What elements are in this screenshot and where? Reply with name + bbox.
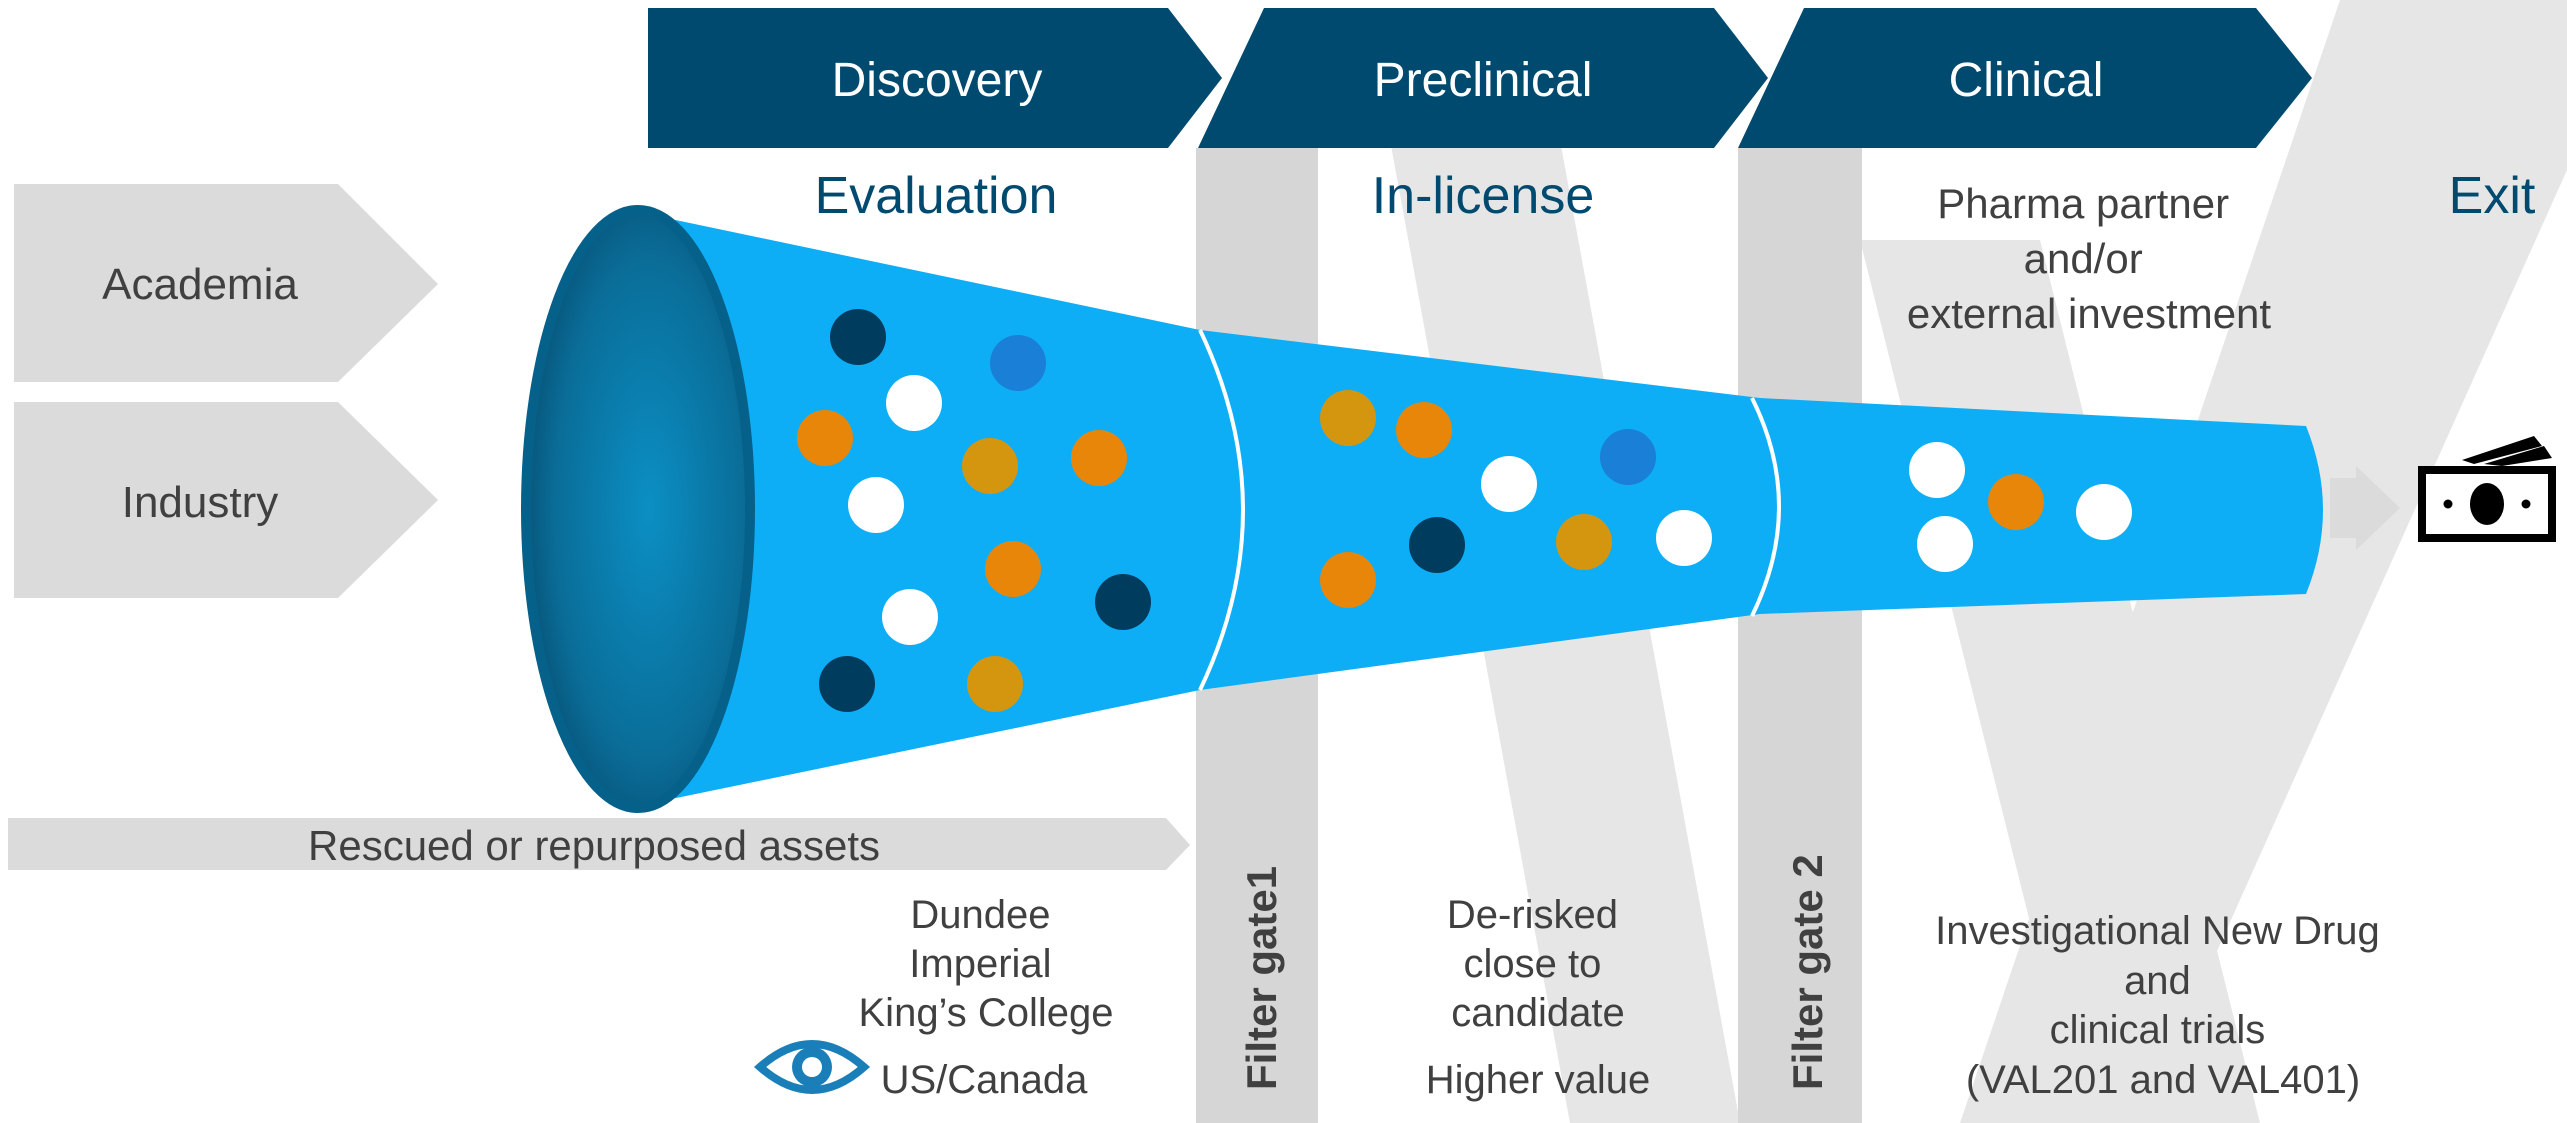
funnel-dot-preclinical	[1656, 510, 1712, 566]
funnel-mouth	[521, 205, 755, 813]
funnel-dot-discovery	[1095, 574, 1151, 630]
funnel-dot-preclinical	[1481, 456, 1537, 512]
funnel-body	[628, 210, 2323, 808]
eye-icon	[753, 1040, 871, 1094]
funnel-dot-preclinical	[1600, 429, 1656, 485]
stage-label-preclinical: Preclinical	[1374, 54, 1593, 107]
funnel-dot-discovery	[819, 656, 875, 712]
ind-note: Investigational New Drug and clinical tr…	[1935, 909, 2391, 1102]
funnel-dot-clinical	[1909, 442, 1965, 498]
funnel-ring-gate-2	[1750, 397, 1781, 617]
activity-in-license: In-license	[1372, 167, 1595, 225]
funnel-dot-preclinical	[1409, 517, 1465, 573]
derisked-note: De-risked close to candidate	[1447, 893, 1629, 1035]
funnel-dot-discovery	[1071, 430, 1127, 486]
funnel-dots	[797, 309, 2132, 712]
funnel-dot-clinical	[1988, 474, 2044, 530]
institution-list: Dundee Imperial King’s College	[859, 893, 1114, 1035]
funnel-dot-discovery	[962, 438, 1018, 494]
funnel-dot-discovery	[797, 410, 853, 466]
funnel-dot-preclinical	[1320, 390, 1376, 446]
funnel-dot-discovery	[848, 477, 904, 533]
funnel-dot-discovery	[990, 335, 1046, 391]
filter-gate-2-label: Filter gate 2	[1784, 854, 1831, 1090]
stage-label-discovery: Discovery	[832, 54, 1043, 107]
source-label-rescued: Rescued or repurposed assets	[308, 822, 880, 869]
money-icon	[2418, 436, 2556, 542]
funnel-dot-clinical	[2076, 484, 2132, 540]
funnel-ring-gate-1	[1198, 329, 1245, 691]
funnel-dot-preclinical	[1320, 552, 1376, 608]
filter-gate-1-label: Filter gate1	[1238, 866, 1285, 1090]
source-label-industry: Industry	[122, 478, 279, 527]
funnel-dot-discovery	[830, 309, 886, 365]
activity-pharma-partner: Pharma partner and/or external investmen…	[1907, 180, 2272, 337]
stage-label-clinical: Clinical	[1949, 54, 2104, 107]
stage-chevron-discovery	[648, 8, 1222, 148]
higher-value-note: Higher value	[1426, 1058, 1651, 1102]
watch-region-label: US/Canada	[881, 1058, 1089, 1102]
source-arrow-industry	[14, 402, 438, 598]
funnel-dot-preclinical	[1396, 402, 1452, 458]
source-arrow-academia	[14, 184, 438, 382]
funnel-dot-discovery	[967, 656, 1023, 712]
stage-chevron-clinical	[1738, 8, 2312, 148]
funnel-dot-discovery	[985, 541, 1041, 597]
filter-gate-2-bar	[1738, 148, 1862, 1123]
activity-evaluation: Evaluation	[815, 167, 1058, 225]
exit-arrow	[2330, 466, 2400, 550]
source-label-academia: Academia	[102, 260, 298, 309]
funnel-dot-preclinical	[1556, 514, 1612, 570]
source-arrow-rescued	[8, 818, 1190, 870]
funnel-dot-discovery	[886, 375, 942, 431]
funnel-dot-discovery	[882, 589, 938, 645]
stage-chevron-preclinical	[1198, 8, 1768, 148]
funnel-dot-clinical	[1917, 516, 1973, 572]
activity-exit: Exit	[2449, 167, 2536, 225]
